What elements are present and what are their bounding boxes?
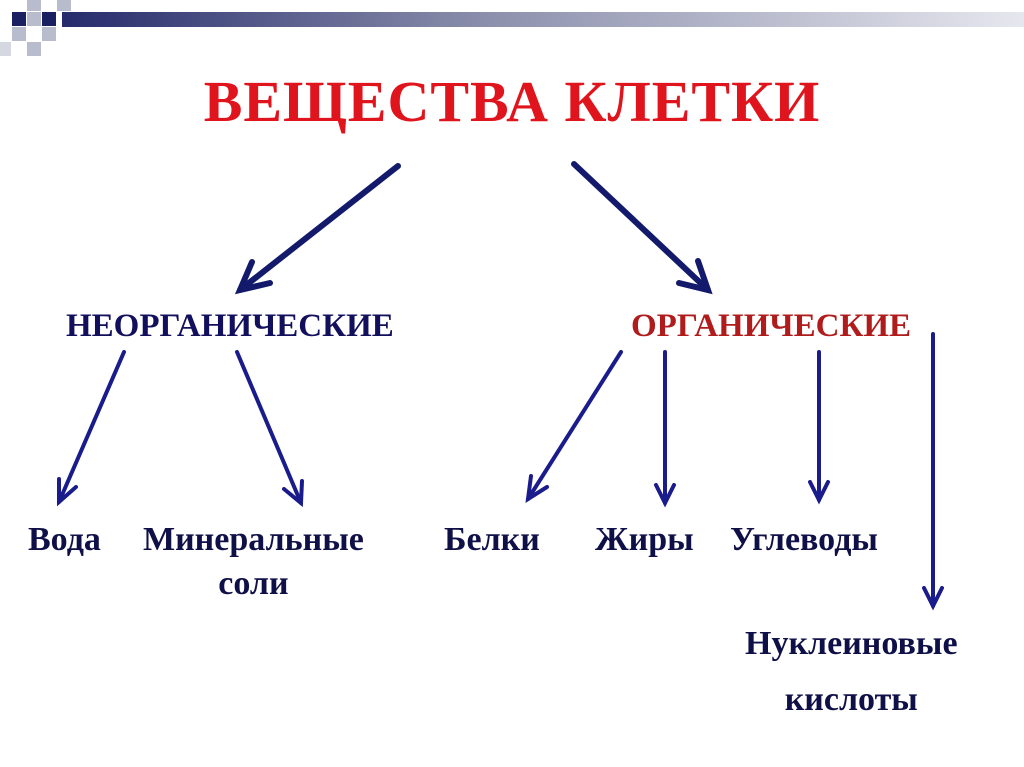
item-mineral-salts-line-2: соли	[218, 565, 289, 602]
decorative-square	[42, 12, 56, 26]
arrow-organic-to-carbohydrates	[808, 350, 830, 505]
arrow-organic-to-nucleic-acids	[922, 332, 944, 611]
arrow-organic-to-fats	[654, 350, 676, 508]
item-nucleic-acids: Нуклеиновые кислоты	[745, 616, 958, 728]
decorative-square	[27, 42, 41, 56]
arrow-inorganic-to-water	[57, 350, 126, 507]
item-carbohydrates: Углеводы	[730, 521, 878, 558]
item-water: Вода	[28, 521, 101, 558]
item-nucleic-acids-line-2: кислоты	[784, 681, 918, 718]
decorative-gradient-stripe	[62, 12, 1024, 27]
item-nucleic-acids-line-1: Нуклеиновые	[745, 625, 958, 662]
decorative-square	[57, 0, 71, 11]
arrow-inorganic-to-mineral-salts	[235, 350, 304, 508]
item-proteins: Белки	[444, 521, 540, 558]
decorative-square	[12, 27, 26, 41]
arrow-organic-to-proteins	[525, 350, 623, 503]
decorative-square	[12, 12, 26, 26]
decorative-square	[42, 27, 56, 41]
item-mineral-salts-line-1: Минеральные	[143, 521, 364, 558]
category-inorganic: НЕОРГАНИЧЕСКИЕ	[66, 308, 394, 344]
category-organic: ОРГАНИЧЕСКИЕ	[631, 308, 912, 344]
item-mineral-salts: Минеральные соли	[143, 518, 364, 606]
diagram-title: ВЕЩЕСТВА КЛЕТКИ	[203, 69, 821, 134]
arrow-title-to-inorganic	[234, 163, 401, 295]
decorative-square	[27, 0, 41, 11]
arrow-title-to-organic	[571, 161, 713, 295]
item-fats: Жиры	[595, 521, 694, 558]
decorative-header-bar	[0, 0, 1024, 56]
decorative-square	[0, 42, 11, 56]
decorative-square	[27, 12, 41, 26]
